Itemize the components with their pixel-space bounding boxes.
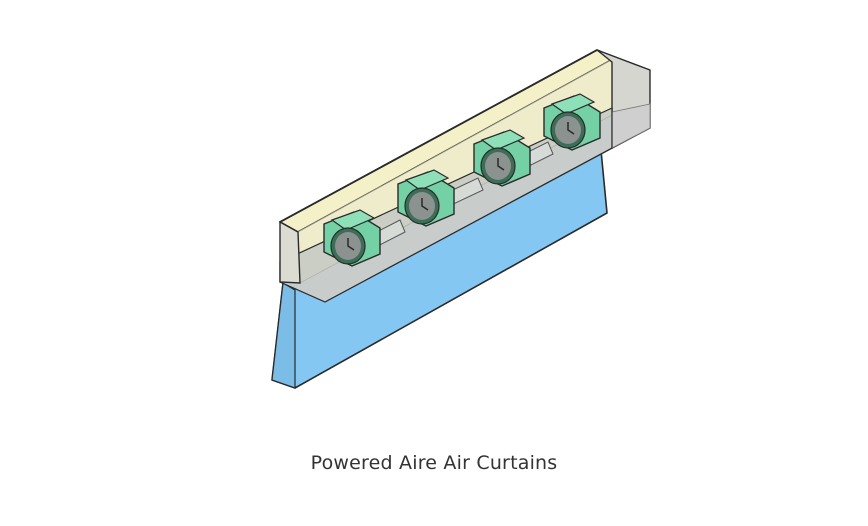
fan-unit-2	[397, 169, 455, 227]
figure-caption: Powered Aire Air Curtains	[310, 452, 558, 474]
air-stream-edge	[271, 282, 296, 389]
fan-unit-1	[323, 209, 381, 267]
housing-top-edge	[279, 49, 598, 223]
fan-unit-3	[473, 129, 531, 187]
housing-end-cap-grille	[611, 103, 651, 149]
fan-unit-4	[543, 93, 601, 151]
housing-left-end	[279, 220, 301, 284]
